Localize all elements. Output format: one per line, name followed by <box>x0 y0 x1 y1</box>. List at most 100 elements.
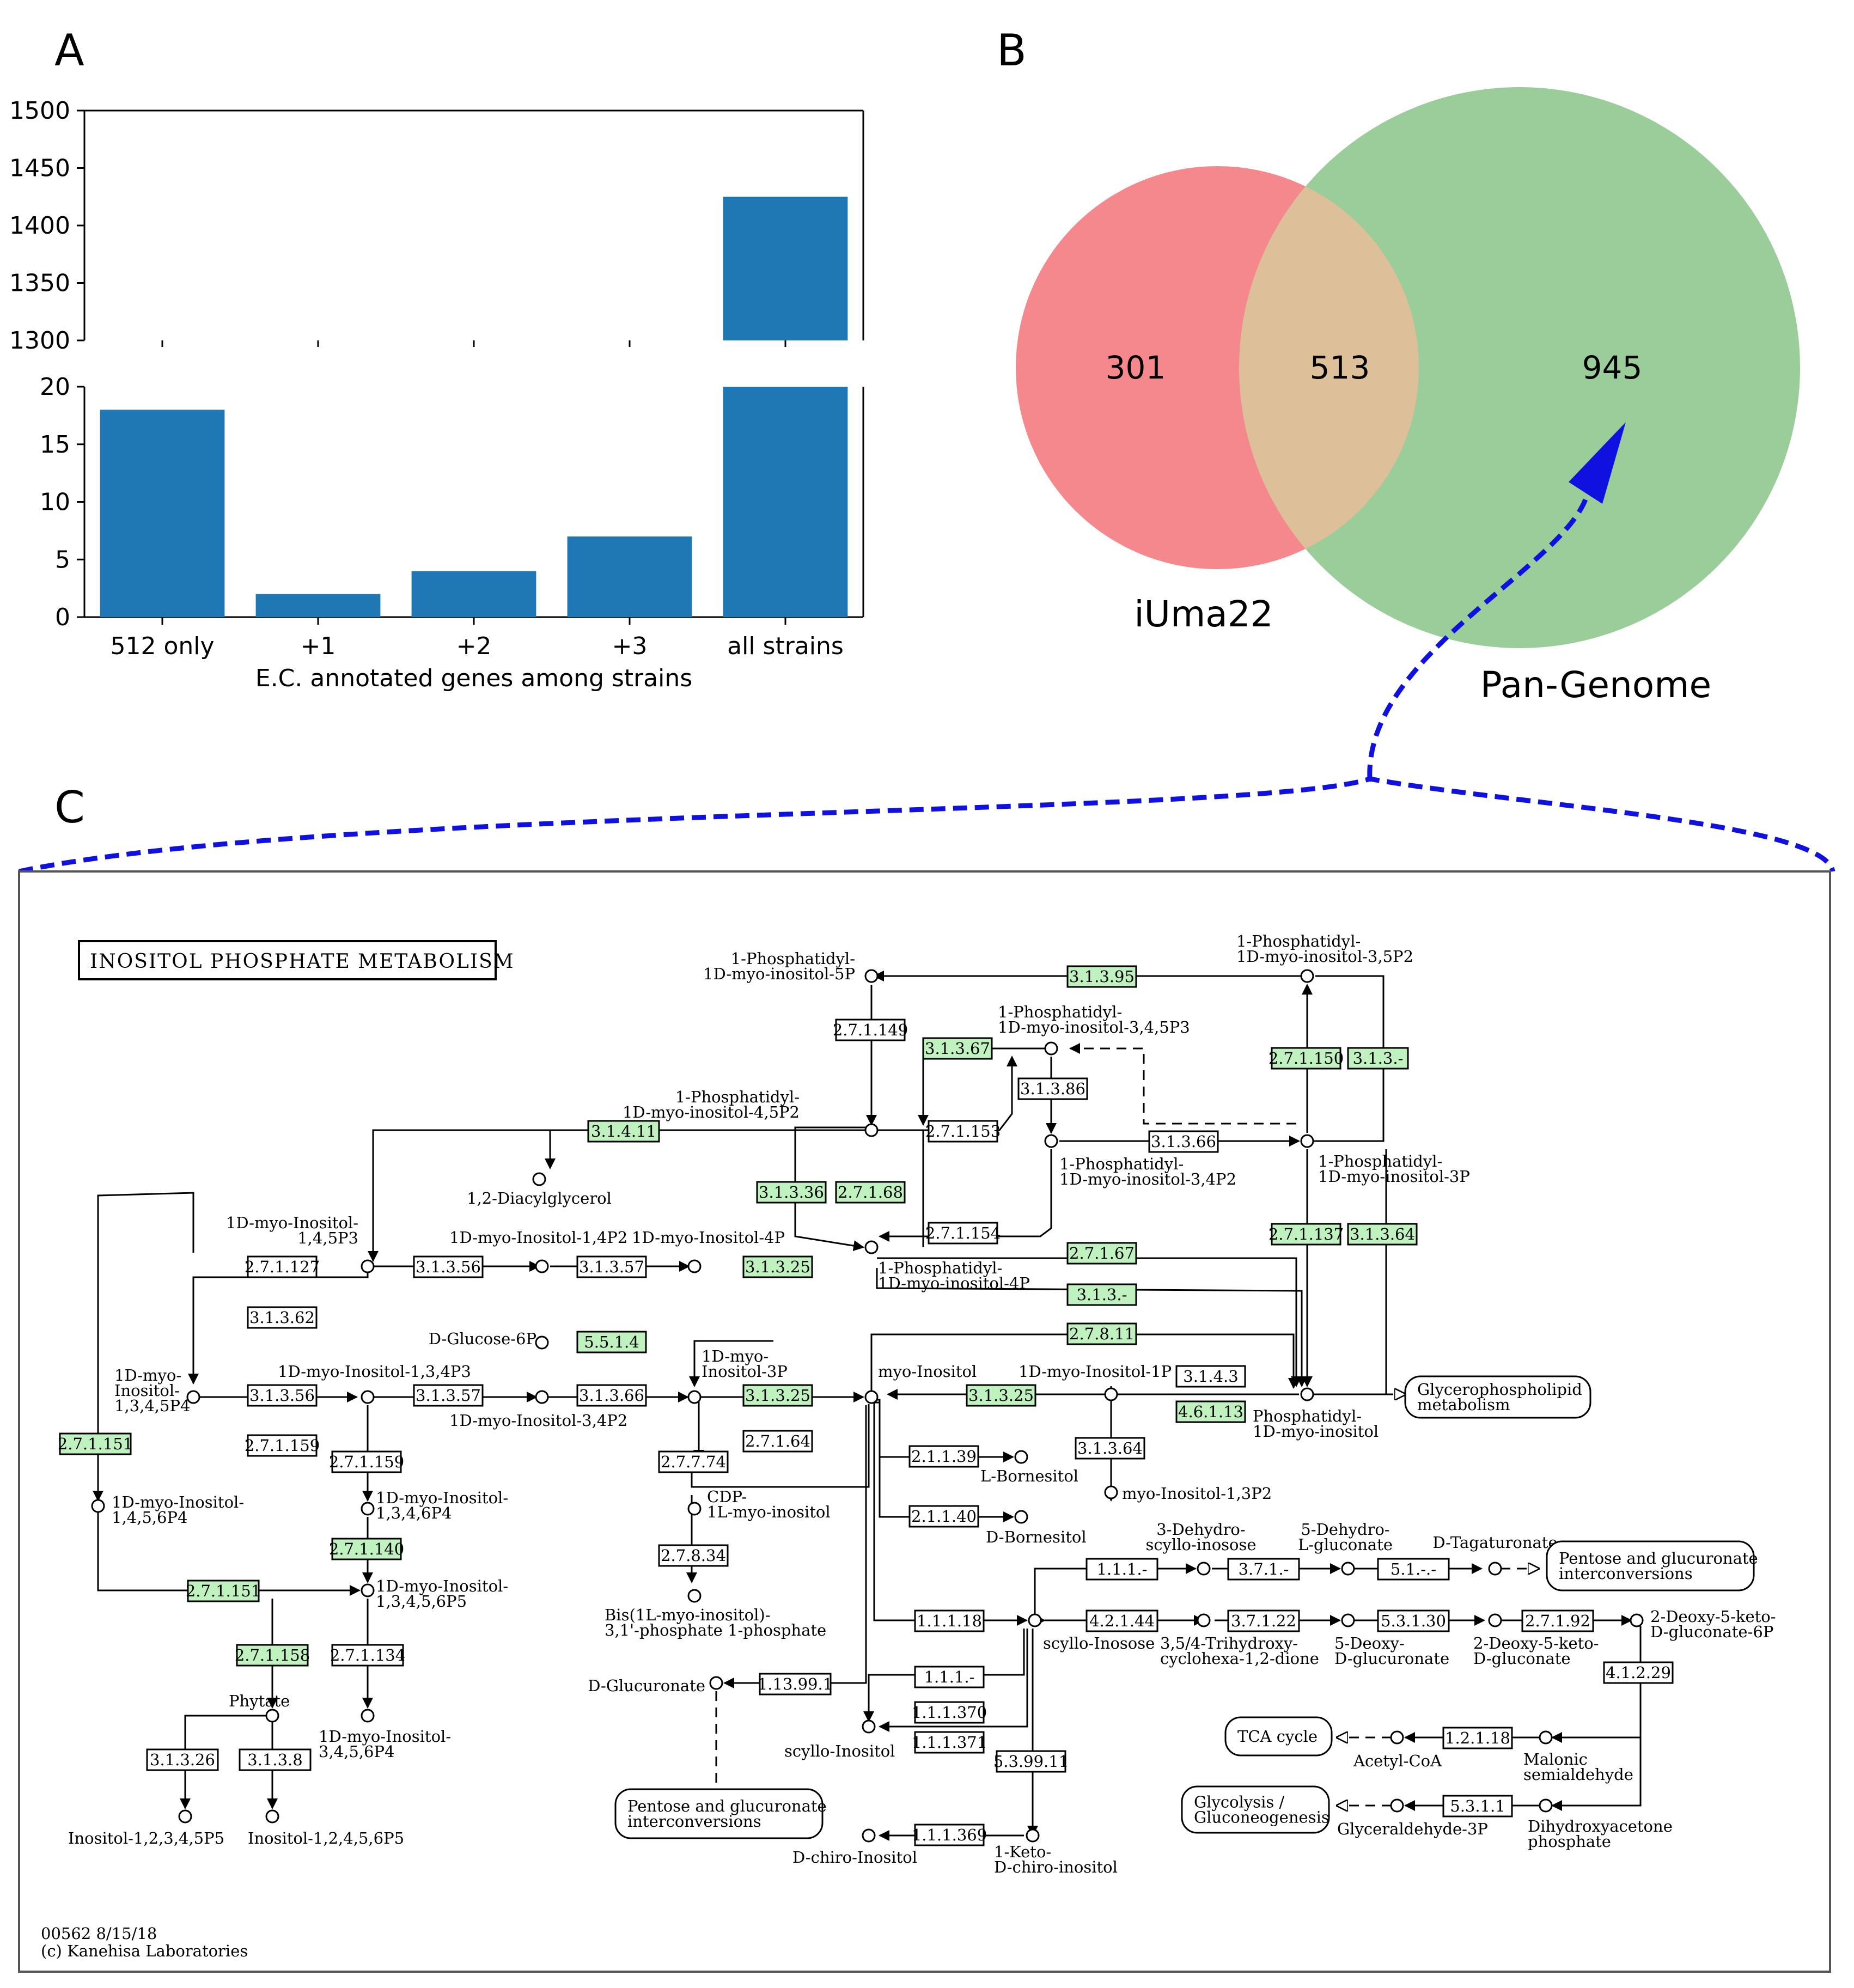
compound-label: D-gluconate-6P <box>1650 1623 1773 1641</box>
compound-c22: CDP-1L-myo-inositol <box>687 1487 831 1521</box>
linked-map-label: interconversions <box>627 1812 761 1831</box>
enzyme-box <box>1347 1223 1418 1246</box>
enzyme-box <box>1442 1727 1513 1749</box>
compound-c40: Acetyl-CoA <box>1353 1730 1442 1770</box>
compound-label: myo-Inositol <box>878 1362 977 1381</box>
enzyme-label: 3.1.3.86 <box>1020 1080 1085 1098</box>
compound-node <box>1300 1134 1314 1148</box>
linked-map-box <box>614 1788 824 1839</box>
lower-y-tick-label: 15 <box>40 431 70 459</box>
enzyme-box <box>187 1580 260 1602</box>
venn-overlap <box>1239 186 1419 549</box>
compound-label: 1D-myo-inositol-3P <box>1318 1167 1470 1186</box>
enzyme-label: 3.1.3.- <box>1077 1285 1127 1304</box>
enzyme-box <box>914 1824 985 1846</box>
compound-node <box>535 1390 549 1404</box>
compound-label: 1,4,5P3 <box>297 1229 358 1247</box>
enzyme-label: 3.1.3.25 <box>968 1386 1034 1405</box>
compound-label: 1D-myo- <box>702 1347 769 1365</box>
enzyme-box <box>928 1120 998 1143</box>
enzyme-e26: 3.1.3.66 <box>576 1384 647 1407</box>
compound-node <box>1014 1510 1028 1524</box>
enzyme-e16: 3.1.3.56 <box>413 1255 484 1278</box>
compound-label: 3,4,5,6P4 <box>319 1742 394 1761</box>
enzyme-e20: 3.1.3.- <box>1066 1283 1137 1306</box>
enzyme-e9: 3.1.3.66 <box>1148 1130 1219 1153</box>
enzyme-e8: 2.7.1.153 <box>925 1120 1001 1143</box>
enzyme-box <box>1066 1283 1137 1306</box>
compound-c26: 3-Dehydro-scyllo-inosose <box>1145 1520 1257 1576</box>
compound-node <box>864 969 879 983</box>
enzyme-box <box>908 1445 979 1468</box>
enzyme-e61: 5.3.1.1 <box>1442 1795 1513 1818</box>
enzyme-e22: 5.5.1.4 <box>576 1331 647 1353</box>
compound-node <box>1488 1562 1502 1576</box>
enzyme-label: 3.1.4.11 <box>591 1122 656 1141</box>
compound-c5: 1,2-Diacylglycerol <box>467 1172 612 1208</box>
enzyme-label: 2.7.1.153 <box>925 1122 1001 1141</box>
lower-y-tick-label: 20 <box>40 373 70 401</box>
compound-c6: 1-Phosphatidyl-1D-myo-inositol-3,4P2 <box>1044 1134 1236 1188</box>
x-tick-label: all strains <box>727 632 844 660</box>
venn-circle-b <box>1239 87 1800 648</box>
enzyme-e39: 2.7.8.34 <box>658 1544 729 1567</box>
compound-label: 1-Phosphatidyl- <box>1236 932 1361 950</box>
enzyme-e4: 3.1.3.86 <box>1017 1077 1088 1100</box>
pathway-edge <box>180 1715 270 1809</box>
enzyme-box <box>247 1306 318 1329</box>
compound-node <box>1197 1613 1211 1627</box>
pathway-edge <box>1069 1043 1296 1125</box>
compound-label: scyllo-inosose <box>1145 1535 1256 1554</box>
pathway-edge <box>689 1340 773 1387</box>
enzyme-box <box>759 1673 832 1696</box>
pathway-title: INOSITOL PHOSPHATE METABOLISM <box>90 950 515 973</box>
compound-node <box>361 1259 375 1273</box>
enzyme-e5: 2.7.1.150 <box>1268 1047 1344 1070</box>
enzyme-box <box>658 1544 729 1567</box>
enzyme-box <box>59 1432 132 1455</box>
enzyme-label: 1.13.99.1 <box>758 1675 833 1693</box>
compound-label: Malonic <box>1523 1750 1588 1769</box>
compound-node <box>186 1390 200 1404</box>
enzyme-label: 2.7.7.74 <box>661 1453 726 1471</box>
pathway-enzymes: 3.1.3.952.7.1.1493.1.3.673.1.3.862.7.1.1… <box>58 965 1674 1846</box>
compound-c8: 1D-myo-Inositol-1,4,5P3 <box>226 1213 375 1273</box>
compound-label: L-gluconate <box>1298 1535 1393 1554</box>
compound-node <box>361 1583 375 1597</box>
enzyme-box <box>1175 1400 1246 1423</box>
compound-label: 3-Dehydro- <box>1156 1520 1245 1539</box>
compound-node <box>687 1589 702 1603</box>
compound-node <box>265 1709 279 1723</box>
enzyme-e55: 1.1.1.370 <box>912 1701 987 1724</box>
enzyme-box <box>331 1450 402 1473</box>
enzyme-e28: 3.1.3.25 <box>966 1384 1036 1407</box>
compound-node <box>1341 1562 1355 1576</box>
compound-label: 1D-myo-Inositol-3,4P2 <box>449 1411 627 1430</box>
enzyme-e30: 4.6.1.13 <box>1175 1400 1246 1423</box>
compound-c3: 1-Phosphatidyl-1D-myo-inositol-3,5P2 <box>1236 932 1413 983</box>
compound-label: 1D-myo-Inositol- <box>112 1493 244 1511</box>
compound-label: 1D-myo-Inositol- <box>226 1213 358 1232</box>
enzyme-box <box>146 1748 219 1771</box>
enzyme-box <box>247 1434 318 1457</box>
compound-label: Acetyl-CoA <box>1353 1752 1442 1770</box>
enzyme-e27: 3.1.3.25 <box>742 1384 813 1407</box>
linked-map-m5: Glycolysis /Gluconeogenesis <box>1181 1785 1330 1834</box>
linked-map-label: TCA cycle <box>1237 1727 1318 1746</box>
enzyme-label: 2.7.1.151 <box>186 1582 261 1600</box>
enzyme-label: 5.3.99.11 <box>993 1752 1069 1771</box>
compound-label: Phosphatidyl- <box>1253 1407 1362 1425</box>
enzyme-box <box>576 1255 647 1278</box>
upper-y-tick-label: 1500 <box>9 97 70 125</box>
compound-node <box>864 1240 879 1254</box>
enzyme-label: 2.7.1.64 <box>745 1432 810 1450</box>
compound-label: 1-Phosphatidyl- <box>998 1003 1122 1021</box>
enzyme-e15: 2.7.1.127 <box>245 1255 320 1278</box>
compound-node <box>862 1719 876 1734</box>
compound-node <box>1197 1562 1211 1576</box>
enzyme-e57: 3.1.3.26 <box>146 1748 219 1771</box>
enzyme-box <box>331 1644 404 1667</box>
compound-label: D-glucuronate <box>1334 1649 1449 1668</box>
